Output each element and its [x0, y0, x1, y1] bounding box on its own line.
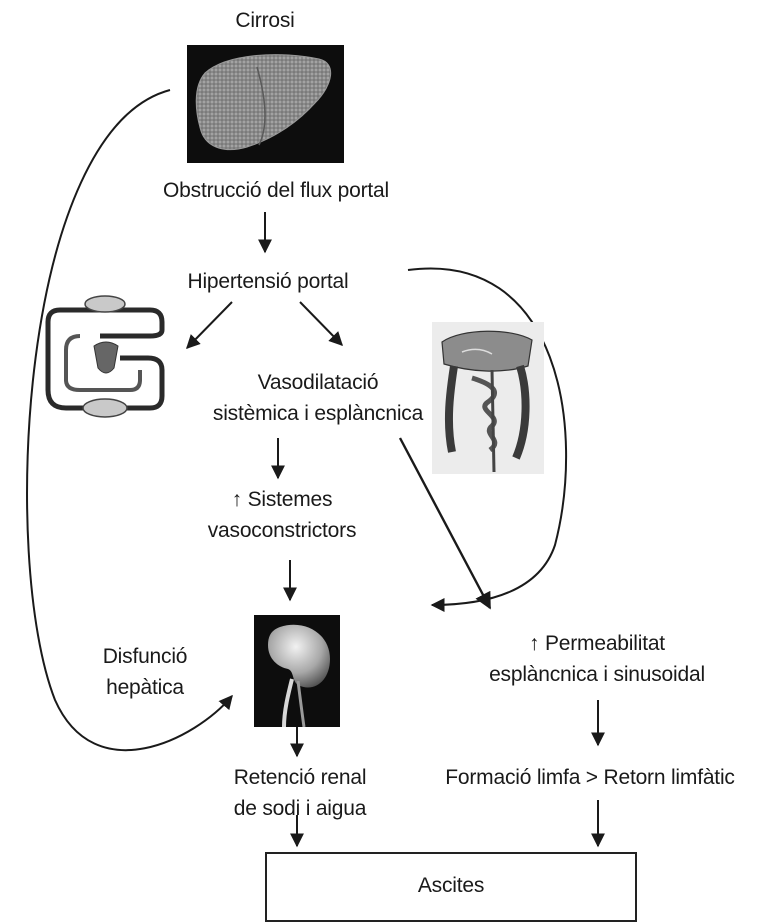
- node-hipertensio: Hipertensió portal: [188, 266, 349, 297]
- splanchnic-organs-icon: [432, 322, 544, 474]
- label-sistemes-line2: vasoconstrictors: [208, 515, 357, 546]
- label-cirrosi: Cirrosi: [235, 5, 294, 36]
- label-sistemes-line1: ↑ Sistemes: [208, 484, 357, 515]
- circulation-loop-icon: [40, 290, 170, 425]
- kidney-photo-icon: [254, 615, 340, 727]
- liver-photo-icon: [187, 45, 344, 163]
- arrow-hypertension-to-circulation: [187, 302, 232, 348]
- label-hipertensio: Hipertensió portal: [188, 266, 349, 297]
- label-disfuncio-line1: Disfunció: [103, 641, 188, 672]
- node-permeabilitat: ↑ Permeabilitat esplàncnica i sinusoidal: [489, 628, 705, 690]
- arrow-hypertension-to-vasodilation: [300, 302, 342, 345]
- label-ascites: Ascites: [418, 870, 484, 901]
- label-vasodilatacio-line1: Vasodilatació: [213, 367, 423, 398]
- node-sistemes: ↑ Sistemes vasoconstrictors: [208, 484, 357, 546]
- label-formacio: Formació limfa > Retorn limfàtic: [445, 762, 734, 793]
- node-formacio: Formació limfa > Retorn limfàtic: [445, 762, 734, 793]
- label-vasodilatacio-line2: sistèmica i esplàncnica: [213, 398, 423, 429]
- label-permeabilitat-line2: esplàncnica i sinusoidal: [489, 659, 705, 690]
- node-cirrosi: Cirrosi: [235, 5, 294, 36]
- node-obstruccio: Obstrucció del flux portal: [163, 175, 389, 206]
- node-vasodilatacio: Vasodilatació sistèmica i esplàncnica: [213, 367, 423, 429]
- label-disfuncio-line2: hepàtica: [103, 672, 188, 703]
- label-retencio-line2: de sodi i aigua: [234, 793, 367, 824]
- node-disfuncio: Disfunció hepàtica: [103, 641, 188, 703]
- node-retencio: Retenció renal de sodi i aigua: [234, 762, 367, 824]
- label-permeabilitat-line1: ↑ Permeabilitat: [489, 628, 705, 659]
- node-ascites: Ascites: [418, 870, 484, 901]
- label-obstruccio: Obstrucció del flux portal: [163, 175, 389, 206]
- label-retencio-line1: Retenció renal: [234, 762, 367, 793]
